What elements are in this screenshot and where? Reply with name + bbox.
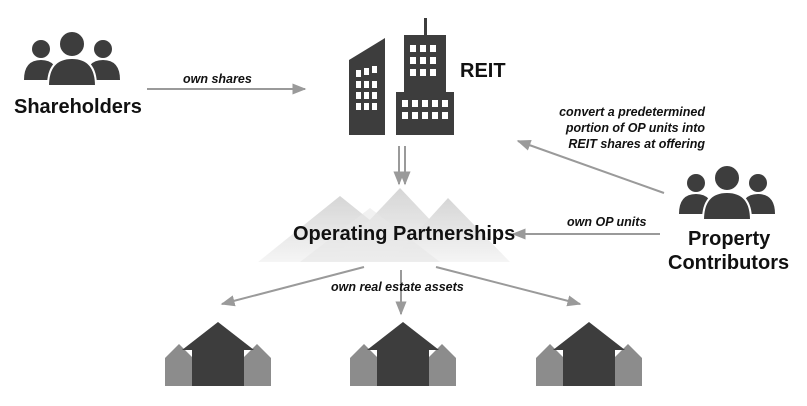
arrow-op-to-house-right xyxy=(435,266,582,307)
reit-buildings-icon xyxy=(349,18,454,135)
own-op-units-label: own OP units xyxy=(567,215,647,229)
houses-icon-left xyxy=(165,322,271,386)
arrow-op-to-house-left xyxy=(220,266,365,307)
own-shares-label: own shares xyxy=(183,72,252,86)
mountain-triangles-icon xyxy=(258,188,510,262)
arrow-contributors-to-reit xyxy=(516,139,665,194)
reit-label: REIT xyxy=(460,60,506,82)
own-real-estate-assets-label: own real estate assets xyxy=(331,280,464,294)
houses-icon-right xyxy=(536,322,642,386)
operating-partnerships-label: Operating Partnerships xyxy=(293,223,516,245)
property-contributors-label-line1: Property xyxy=(688,228,771,250)
convert-op-units-label-line1: convert a predetermined xyxy=(559,105,705,119)
arrows xyxy=(147,83,665,316)
shareholders-label: Shareholders xyxy=(14,96,142,118)
convert-op-units-label-line3: REIT shares at offering xyxy=(568,137,705,151)
property-contributors-label-line2: Contributors xyxy=(668,252,790,274)
shareholders-people-icon xyxy=(24,30,120,87)
convert-op-units-label-line2: portion of OP units into xyxy=(565,121,705,135)
houses-icon-middle xyxy=(350,322,456,386)
contributors-people-icon xyxy=(679,164,775,221)
